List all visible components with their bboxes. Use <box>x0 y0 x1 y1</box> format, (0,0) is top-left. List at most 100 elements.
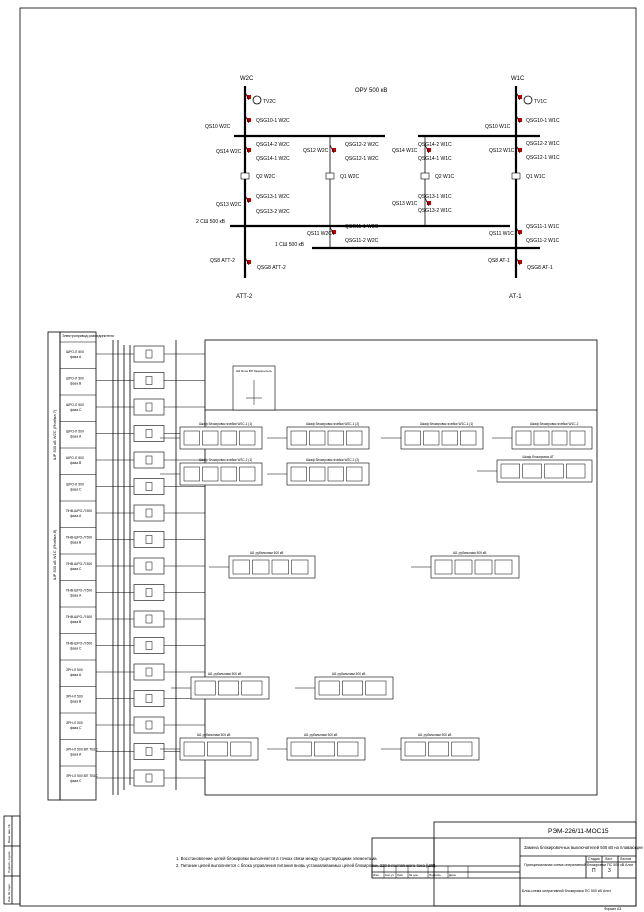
cabinet-module <box>346 466 363 482</box>
rev-header: Лист <box>397 873 404 877</box>
bus-2: 2 СШ 500 кВ <box>196 219 226 225</box>
note-2: 2. Питание цепей выполняется с блока упр… <box>176 863 437 868</box>
side-group1: ШР 500 кВ W2C (Ячейка 7) <box>52 409 57 460</box>
cabinet-module <box>309 466 326 482</box>
relay-block <box>133 478 165 495</box>
left-row-phase: фаза В <box>70 620 82 624</box>
switch-blade <box>329 144 335 154</box>
switch-blade <box>515 256 521 266</box>
left-row-phase: фаза С <box>70 488 82 492</box>
cabinet-label: Ш1 рубильники 500 кВ <box>453 551 486 555</box>
mid-left-qsg-d: QSG11-2 W2C <box>345 238 379 244</box>
left-q-main: Q2 W2C <box>256 174 276 180</box>
cabinet: Ш1 рубильники 500 кВ <box>381 733 480 761</box>
relay-contact <box>145 376 153 385</box>
left-row-label: ПНВ-ШРО-Л 500 <box>66 509 92 513</box>
right-qs-sub2: QS12 W1C <box>489 148 515 154</box>
right-qsg-at: QSG8 АТ-1 <box>527 265 553 271</box>
mid-left-qsg-a: QSG12-2 W2C <box>345 142 379 148</box>
left-qs-sub2: QS14 W2C <box>216 149 242 155</box>
left-row-label: ЗРН-Л 500 ВП ТВ1С <box>66 748 99 752</box>
relay-contact <box>145 535 153 544</box>
cabinet-module <box>239 466 256 482</box>
left-row-phase: фаза В <box>70 461 82 465</box>
left-row-label: ШРО-Л 500 <box>66 403 84 407</box>
rev-header: № док. <box>409 873 419 877</box>
left-row-phase: фаза С <box>70 408 82 412</box>
relay-contact <box>145 482 153 491</box>
cabinet-module <box>454 559 473 575</box>
right-qsg-b2: QSG11-2 W1C <box>526 238 560 244</box>
left-row-label: ШРО-Л 500 <box>66 483 84 487</box>
relay-block <box>133 743 165 760</box>
interlock-mark <box>518 230 522 234</box>
cabinet-label: Шкаф блокировок ячейки W1С-1 (1) <box>420 422 473 426</box>
left-stamp-3: Взам. инв. № <box>7 824 11 843</box>
switch-blade <box>244 114 250 124</box>
relay-block <box>133 716 165 734</box>
relay-block <box>133 425 165 442</box>
relay-block <box>133 663 165 681</box>
scheme-title: ОРУ 500 кВ <box>355 88 387 94</box>
cabinet-module <box>232 559 250 575</box>
switch-blade <box>424 197 430 207</box>
mid-right-qsg-a: QSG14-2 W1C <box>418 142 452 148</box>
format-text: Формат А3 <box>604 907 621 911</box>
left-row-label: ПНВ-ШРО-Л 500 <box>66 562 92 566</box>
cabinet-module <box>474 559 493 575</box>
cabinet-module <box>327 430 344 446</box>
switch-blade <box>515 226 521 236</box>
left-row-label: ЗРН-Л 500 <box>66 721 83 725</box>
left-header: Электропривод разъединителя <box>62 334 114 338</box>
cabinet-label: Ш1 рубильники 500 кВ <box>197 733 230 737</box>
relay-block <box>133 769 165 787</box>
left-row-label: ПНВ-ШРО-Л 500 <box>66 615 92 619</box>
cabinet-module <box>365 680 387 696</box>
cabinet-module <box>183 430 200 446</box>
left-top-label: W2C <box>240 76 254 82</box>
cabinet: Шкаф блокировок ячейки W2С-1 (1) <box>160 422 263 450</box>
right-qs-sub1: QSG12-2 W1C <box>526 141 560 147</box>
right-bottom-label: АТ-1 <box>509 294 522 300</box>
switch-blade <box>244 91 250 101</box>
relay-contact <box>145 720 153 730</box>
left-row-phase: фаза А <box>70 435 82 439</box>
cabinet-module <box>423 430 440 446</box>
rev-header: Подпись <box>429 873 441 877</box>
switch-blade <box>515 114 521 124</box>
relay-contact <box>145 694 153 703</box>
right-tv: TV1C <box>534 99 547 105</box>
cabinet: Ш1 рубильники 500 кВ <box>295 672 394 700</box>
left-row-label: ШРО-Л 500 <box>66 456 84 460</box>
sheet-frame <box>19 7 637 907</box>
relay-contact <box>145 773 153 783</box>
relay-contact <box>145 508 153 518</box>
cabinet-module <box>183 466 200 482</box>
right-top-label: W1C <box>511 76 525 82</box>
cabinet-module <box>183 741 205 757</box>
interlock-mark <box>332 148 336 152</box>
relay-contact <box>145 588 153 597</box>
left-row-phase: фаза В <box>70 541 82 545</box>
left-tv: TV2C <box>263 99 276 105</box>
left-row-phase: фаза В <box>70 382 82 386</box>
relay-contact <box>145 614 153 624</box>
rev-header: Изм. <box>373 873 380 877</box>
cabinet-module <box>230 741 252 757</box>
left-row-label: ШРО-Л 500 <box>66 350 84 354</box>
right-qs-main: QS10 W1C <box>485 124 511 130</box>
mid-right-qsg-b: QSG14-1 W1C <box>418 156 452 162</box>
cabinet-module <box>522 463 542 479</box>
relay-contact <box>145 429 153 438</box>
cabinet-module <box>544 463 564 479</box>
mid-right-qsg-c: QSG13-1 W1C <box>418 194 452 200</box>
interlock-mark <box>518 148 522 152</box>
interlock-mark <box>247 118 251 122</box>
cabinet-module <box>533 430 550 446</box>
left-row-phase: фаза А <box>70 753 82 757</box>
side-group2: ШР 500 кВ W1C (Ячейка 8) <box>52 529 57 580</box>
cabinet-module <box>337 741 359 757</box>
relay-block <box>133 531 165 548</box>
cabinet-label: Ш1 рубильники 500 кВ <box>208 672 241 676</box>
